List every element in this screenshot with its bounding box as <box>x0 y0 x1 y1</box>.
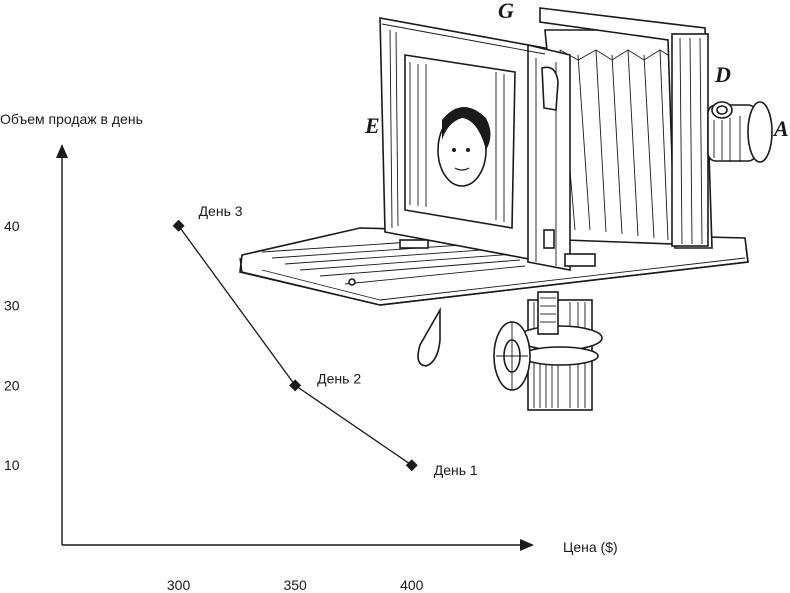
y-tick-label: 30 <box>4 298 20 314</box>
camera-letter-d: D <box>714 62 731 87</box>
data-point-label: День 1 <box>434 462 478 478</box>
y-tick-label: 20 <box>4 377 20 393</box>
camera-letter-g: G <box>498 0 514 23</box>
y-axis-arrow <box>56 144 68 158</box>
data-point-marker <box>289 379 302 392</box>
x-axis-arrow <box>520 539 534 551</box>
x-tick-label: 300 <box>167 577 191 593</box>
camera-lens <box>707 101 773 163</box>
camera-rear-frame <box>379 17 596 271</box>
data-point-label: День 2 <box>317 370 361 386</box>
x-tick-label: 350 <box>283 577 307 593</box>
y-tick-label: 40 <box>4 218 20 234</box>
data-point-marker <box>172 219 185 232</box>
x-tick-label: 400 <box>400 577 424 593</box>
camera-baseboard <box>239 227 749 306</box>
y-axis-label: Объем продаж в день <box>0 111 143 127</box>
tripod-column <box>493 291 603 411</box>
camera-front-standard <box>539 7 713 249</box>
x-axis-label: Цена ($) <box>563 539 618 555</box>
camera-letter-a: A <box>772 116 789 141</box>
camera-letter-e: E <box>364 113 380 138</box>
camera-handle <box>417 306 441 367</box>
y-tick-label: 10 <box>4 457 20 473</box>
chart-area: Объем продаж в день Цена ($) 10 20 30 40 300… <box>0 111 618 593</box>
camera-illustration: G D E A <box>239 0 789 411</box>
data-point-label: День 3 <box>199 203 243 219</box>
data-point-marker <box>405 459 418 472</box>
chart-axes <box>56 144 534 551</box>
